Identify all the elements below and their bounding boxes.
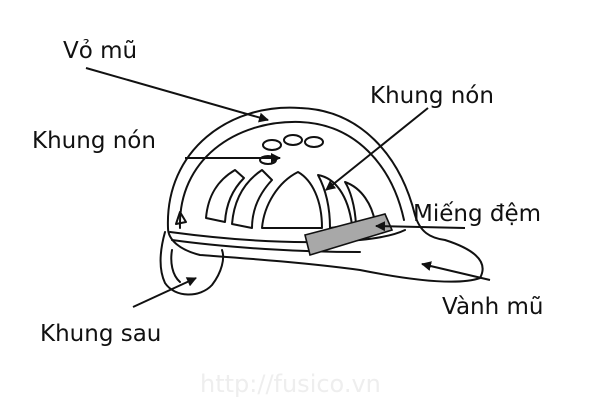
side-clip <box>175 211 187 225</box>
frame-cell <box>344 181 376 226</box>
label-back-frame: Khung sau <box>40 321 162 347</box>
frame-cell <box>261 171 323 229</box>
label-pad: Miếng đệm <box>413 201 542 227</box>
vent-hole <box>262 139 282 151</box>
label-frame-top: Khung nón <box>370 83 494 109</box>
helmet-shell-outline <box>166 106 484 283</box>
vent-hole <box>304 136 324 148</box>
label-shell: Vỏ mũ <box>63 38 138 64</box>
frame-cell <box>231 169 273 229</box>
watermark-text: http://fusico.vn <box>200 370 381 398</box>
label-frame-left: Khung nón <box>32 128 156 154</box>
frame-cell <box>205 169 245 223</box>
vent-hole <box>283 134 303 146</box>
headband-line <box>171 239 361 253</box>
helmet-inner-outline <box>178 120 405 229</box>
back-frame <box>159 231 225 296</box>
arrow-pad <box>375 221 466 232</box>
label-brim: Vành mũ <box>442 294 544 320</box>
arrow-brim <box>421 261 491 281</box>
frame-cell <box>317 174 353 229</box>
arrow-back-frame <box>132 277 197 308</box>
arrow-frame-top <box>325 107 429 191</box>
sweatband-pad <box>304 213 394 257</box>
arrow-shell <box>85 67 269 123</box>
back-frame-inner <box>170 249 181 283</box>
